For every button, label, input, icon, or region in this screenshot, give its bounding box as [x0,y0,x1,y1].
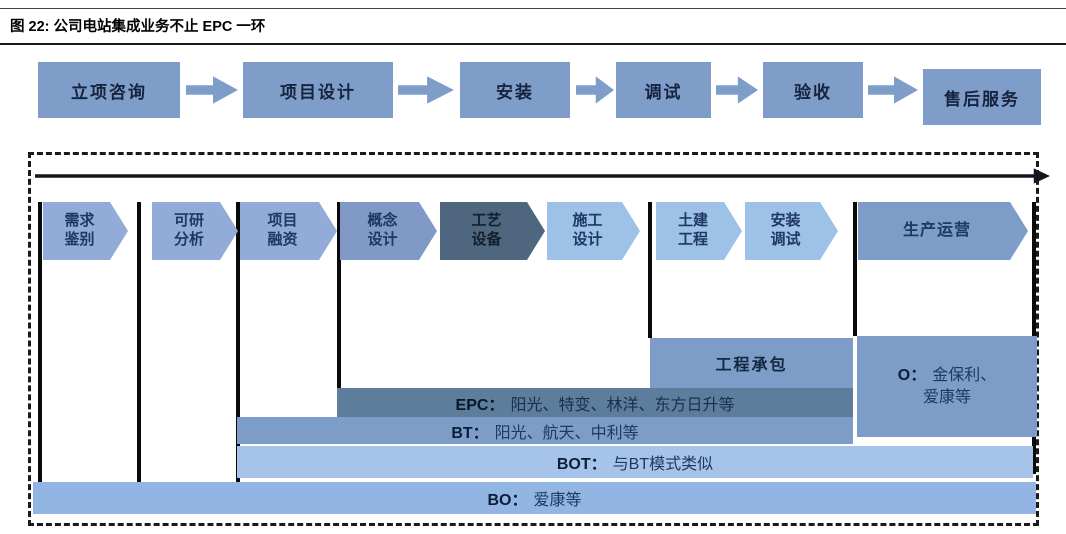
bar-bo-model: BO： 爱康等 [33,482,1036,514]
bar-epc-model: EPC： 阳光、特变、林洋、东方日升等 [337,388,853,417]
stage-line: 分析 [173,231,204,248]
stage-line: 可研 [173,212,204,230]
title-rule-bottom [0,43,1066,45]
stage-process-equipment: 工艺 设备 [440,202,545,260]
model-prefix: EPC： [455,396,505,414]
flow-arrow-icon [716,76,758,104]
model-companies: 与BT模式类似 [612,456,714,473]
stage-civil-engineering: 土建 工程 [656,202,742,260]
stage-line: 融资 [267,231,298,248]
model-prefix: BOT： [556,456,607,473]
model-companies: 阳光、特变、林洋、东方日升等 [510,396,735,414]
flow-step-commissioning: 调试 [616,62,711,118]
flow-step-installation: 安装 [460,62,570,118]
flow-arrow-icon [868,76,918,104]
stage-line: 设计 [572,231,603,248]
figure-title: 图 22: 公司电站集成业务不止 EPC 一环 [10,19,266,35]
model-companies: 爱康等 [922,388,971,406]
bar-engineering-contracting: 工程承包 [650,338,853,388]
flow-step-acceptance: 验收 [763,62,863,118]
model-companies: 阳光、航天、中利等 [494,424,639,442]
model-prefix: BO： [487,492,528,509]
stage-line: 安装 [770,212,801,230]
timeline-arrow-icon [35,168,1050,184]
bar-o-model: O： 金保利、 爱康等 [857,336,1037,437]
separator-vline [38,202,42,484]
title-rule-top [0,8,1066,9]
stage-line: 调试 [770,231,801,248]
stage-line: 需求 [64,212,95,230]
separator-vline [337,202,341,388]
separator-vline [853,202,857,336]
stage-line: 生产运营 [902,222,971,239]
flow-arrow-icon [186,76,238,104]
model-companies: 爱康等 [533,492,582,509]
stage-line: 工程 [677,231,708,248]
model-companies: 金保利、 [932,366,997,384]
stage-construction-design: 施工 设计 [547,202,640,260]
bar-bot-model: BOT： 与BT模式类似 [237,446,1033,478]
stage-concept-design: 概念 设计 [340,202,437,260]
bar-bt-model: BT： 阳光、航天、中利等 [237,417,853,444]
stage-project-financing: 项目 融资 [240,202,337,260]
separator-vline [648,202,652,338]
process-diagram-box: 需求 鉴别 可研 分析 项目 融资 概念 设计 工艺 设备 施工 设计 土建 工… [28,152,1050,526]
stage-demand-identification: 需求 鉴别 [43,202,128,260]
stage-line: 设计 [367,231,398,248]
flow-arrow-icon [576,76,614,104]
stage-line: 设备 [471,231,502,248]
model-prefix: O： [897,366,927,384]
stage-line: 项目 [267,212,298,230]
flow-arrow-icon [398,76,454,104]
stage-feasibility-analysis: 可研 分析 [152,202,238,260]
separator-vline [137,202,141,484]
stage-line: 工艺 [471,212,502,230]
stage-line: 施工 [572,212,603,230]
flow-step-design: 项目设计 [243,62,393,118]
stage-installation-commissioning: 安装 调试 [745,202,838,260]
stage-line: 土建 [677,212,708,230]
stage-line: 鉴别 [64,231,95,248]
flow-step-after-sales: 售后服务 [923,69,1041,125]
model-prefix: BT： [451,424,489,442]
stage-line: 概念 [367,212,398,230]
flow-step-consulting: 立项咨询 [38,62,180,118]
separator-vline [236,202,240,484]
stage-production-operation: 生产运营 [858,202,1028,260]
